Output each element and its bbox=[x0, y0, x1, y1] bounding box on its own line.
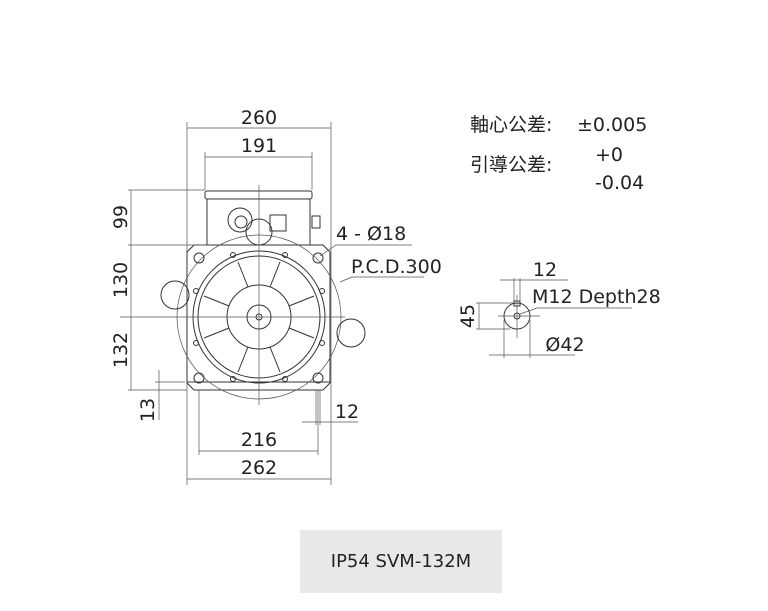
svg-text:引導公差:: 引導公差: bbox=[470, 154, 552, 176]
terminal-box bbox=[204, 190, 321, 246]
svg-text:Ø42: Ø42 bbox=[545, 334, 584, 356]
svg-text:軸心公差:: 軸心公差: bbox=[470, 114, 552, 136]
svg-text:130: 130 bbox=[110, 262, 132, 298]
svg-text:-0.04: -0.04 bbox=[595, 172, 644, 194]
dimension-12-foot: 12 bbox=[302, 390, 359, 425]
svg-text:4 - Ø18: 4 - Ø18 bbox=[336, 223, 406, 245]
holes-callout: 4 - Ø18 bbox=[319, 223, 412, 257]
svg-text:±0.005: ±0.005 bbox=[577, 114, 647, 136]
vertical-dimensions: 99 130 132 bbox=[110, 189, 207, 391]
dimension-191: 191 bbox=[204, 135, 313, 190]
dimension-13: 13 bbox=[137, 370, 185, 422]
svg-text:45: 45 bbox=[457, 304, 479, 328]
eye-bolt-right bbox=[336, 318, 366, 348]
eye-bolt-left bbox=[160, 280, 190, 310]
dimension-260: 260 bbox=[186, 107, 332, 485]
svg-text:12: 12 bbox=[335, 401, 359, 423]
model-label: IP54 SVM-132M bbox=[300, 530, 502, 593]
dimension-216: 216 bbox=[198, 390, 319, 455]
dimension-262: 262 bbox=[187, 457, 331, 480]
model-name: IP54 SVM-132M bbox=[330, 551, 472, 572]
svg-text:260: 260 bbox=[241, 107, 277, 129]
svg-text:13: 13 bbox=[137, 398, 159, 422]
svg-text:132: 132 bbox=[110, 332, 132, 368]
shaft-end-detail: 12 M12 Depth28 45 Ø42 bbox=[457, 259, 661, 358]
svg-text:P.C.D.300: P.C.D.300 bbox=[351, 256, 442, 278]
svg-text:M12 Depth28: M12 Depth28 bbox=[532, 286, 661, 308]
svg-text:99: 99 bbox=[110, 205, 132, 229]
svg-text:216: 216 bbox=[241, 429, 277, 451]
svg-text:191: 191 bbox=[241, 135, 277, 157]
svg-text:262: 262 bbox=[241, 457, 277, 479]
mounting-holes bbox=[193, 252, 324, 384]
svg-text:12: 12 bbox=[533, 259, 557, 281]
svg-text:+0: +0 bbox=[595, 144, 623, 166]
pcd-callout: P.C.D.300 bbox=[339, 256, 442, 283]
motor-flange bbox=[120, 185, 366, 405]
tolerances: 軸心公差: ±0.005 引導公差: +0 -0.04 bbox=[470, 114, 647, 194]
